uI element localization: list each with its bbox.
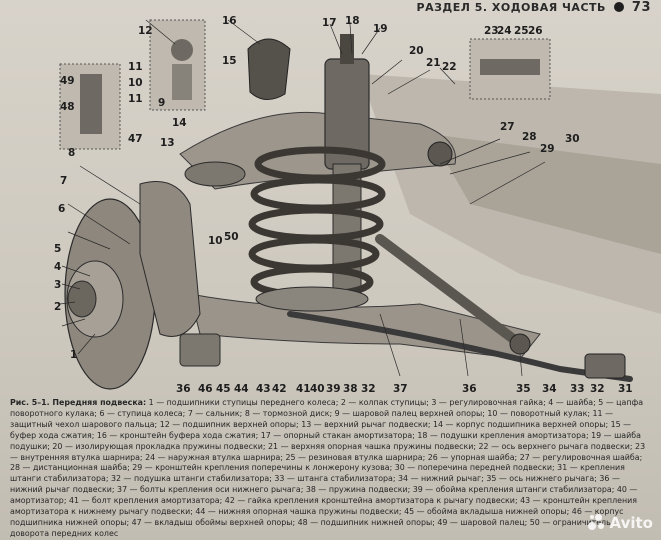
section-title: РАЗДЕЛ 5. ХОДОВАЯ ЧАСТЬ — [416, 0, 606, 14]
callout-40: 40 — [310, 383, 325, 395]
callout-49: 49 — [60, 75, 75, 87]
callout-28: 28 — [522, 131, 537, 143]
inset-axle — [480, 59, 540, 75]
callout-14: 14 — [172, 117, 187, 129]
leader-lines — [59, 19, 546, 377]
callout-20: 20 — [409, 45, 424, 57]
inset-pin — [172, 64, 192, 100]
lower-arm-rod — [375, 234, 525, 349]
watermark-text: Avito — [609, 514, 653, 532]
watermark: Avito — [587, 514, 653, 532]
inset-bearing — [171, 39, 193, 61]
callout-19: 19 — [373, 23, 388, 35]
lower-ball-joint — [179, 333, 221, 367]
callout-10b: 10 — [208, 235, 223, 247]
stabilizer-mount — [584, 353, 626, 379]
caption-legend: 1 — подшипники ступицы переднего колеса;… — [10, 398, 646, 538]
callout-16: 16 — [222, 15, 237, 27]
spring-cup — [255, 286, 369, 312]
callout-10a: 10 — [128, 77, 143, 89]
hub-cap — [67, 280, 97, 318]
callout-22: 22 — [442, 61, 457, 73]
callout-36a: 36 — [176, 383, 191, 395]
avito-logo-icon — [587, 514, 606, 532]
callout-42: 42 — [272, 383, 287, 395]
callout-18: 18 — [345, 15, 360, 27]
callout-29: 29 — [540, 143, 555, 155]
suspension-illustration: 12 16 17 18 19 23 24 25 26 11 10 9 15 49… — [0, 14, 661, 396]
callout-2: 2 — [54, 301, 61, 313]
callout-39: 39 — [326, 383, 341, 395]
callout-6: 6 — [58, 203, 65, 215]
callout-21: 21 — [426, 57, 441, 69]
callout-48: 48 — [60, 101, 75, 113]
bump-stop — [247, 38, 291, 100]
suspension-drawing: 12 16 17 18 19 23 24 25 26 11 10 9 15 49… — [54, 15, 661, 395]
lower-arm-axle — [509, 333, 531, 355]
callout-26: 26 — [528, 25, 543, 37]
callout-27: 27 — [500, 121, 515, 133]
callout-7: 7 — [60, 175, 67, 187]
callout-43: 43 — [256, 383, 271, 395]
inset-lower-pin — [80, 74, 102, 134]
caption-title: Рис. 5–1. Передняя подвеска: — [10, 398, 147, 407]
figure-caption: Рис. 5–1. Передняя подвеска: 1 — подшипн… — [10, 398, 650, 540]
callout-41: 41 — [296, 383, 311, 395]
steering-knuckle — [139, 181, 201, 337]
callout-1: 1 — [70, 349, 77, 361]
callout-33: 33 — [570, 383, 585, 395]
callout-4: 4 — [54, 261, 61, 273]
callout-12: 12 — [138, 25, 153, 37]
callout-group: 12 16 17 18 19 23 24 25 26 11 10 9 15 49… — [54, 15, 633, 395]
callout-11a: 11 — [128, 61, 143, 73]
shock-rod — [340, 34, 354, 64]
callout-36b: 36 — [462, 383, 477, 395]
callout-25: 25 — [514, 25, 529, 37]
callout-35: 35 — [516, 383, 531, 395]
callout-30: 30 — [565, 133, 580, 145]
callout-24: 24 — [497, 25, 512, 37]
upper-arm-axle — [427, 141, 453, 167]
callout-38: 38 — [343, 383, 358, 395]
callout-11b: 11 — [128, 93, 143, 105]
callout-37: 37 — [393, 383, 408, 395]
callout-8: 8 — [68, 147, 75, 159]
callout-34: 34 — [542, 383, 557, 395]
upper-ball-joint — [184, 161, 246, 187]
callout-9: 9 — [158, 97, 165, 109]
callout-32b: 32 — [590, 383, 605, 395]
callout-46: 46 — [198, 383, 213, 395]
callout-13: 13 — [160, 137, 175, 149]
callout-31: 31 — [618, 383, 633, 395]
callout-23: 23 — [484, 25, 499, 37]
bullet-icon — [613, 2, 624, 12]
callout-50: 50 — [224, 231, 239, 243]
callout-44: 44 — [234, 383, 249, 395]
callout-15: 15 — [222, 55, 237, 67]
callout-32a: 32 — [361, 383, 376, 395]
page-header: РАЗДЕЛ 5. ХОДОВАЯ ЧАСТЬ 73 — [416, 0, 651, 15]
stabilizer-bar — [287, 311, 633, 382]
page-number: 73 — [631, 0, 651, 15]
callout-5: 5 — [54, 243, 61, 255]
callout-47: 47 — [128, 133, 143, 145]
callout-17: 17 — [322, 17, 337, 29]
crossmember — [430, 134, 661, 254]
callout-45: 45 — [216, 383, 231, 395]
callout-3: 3 — [54, 279, 61, 291]
